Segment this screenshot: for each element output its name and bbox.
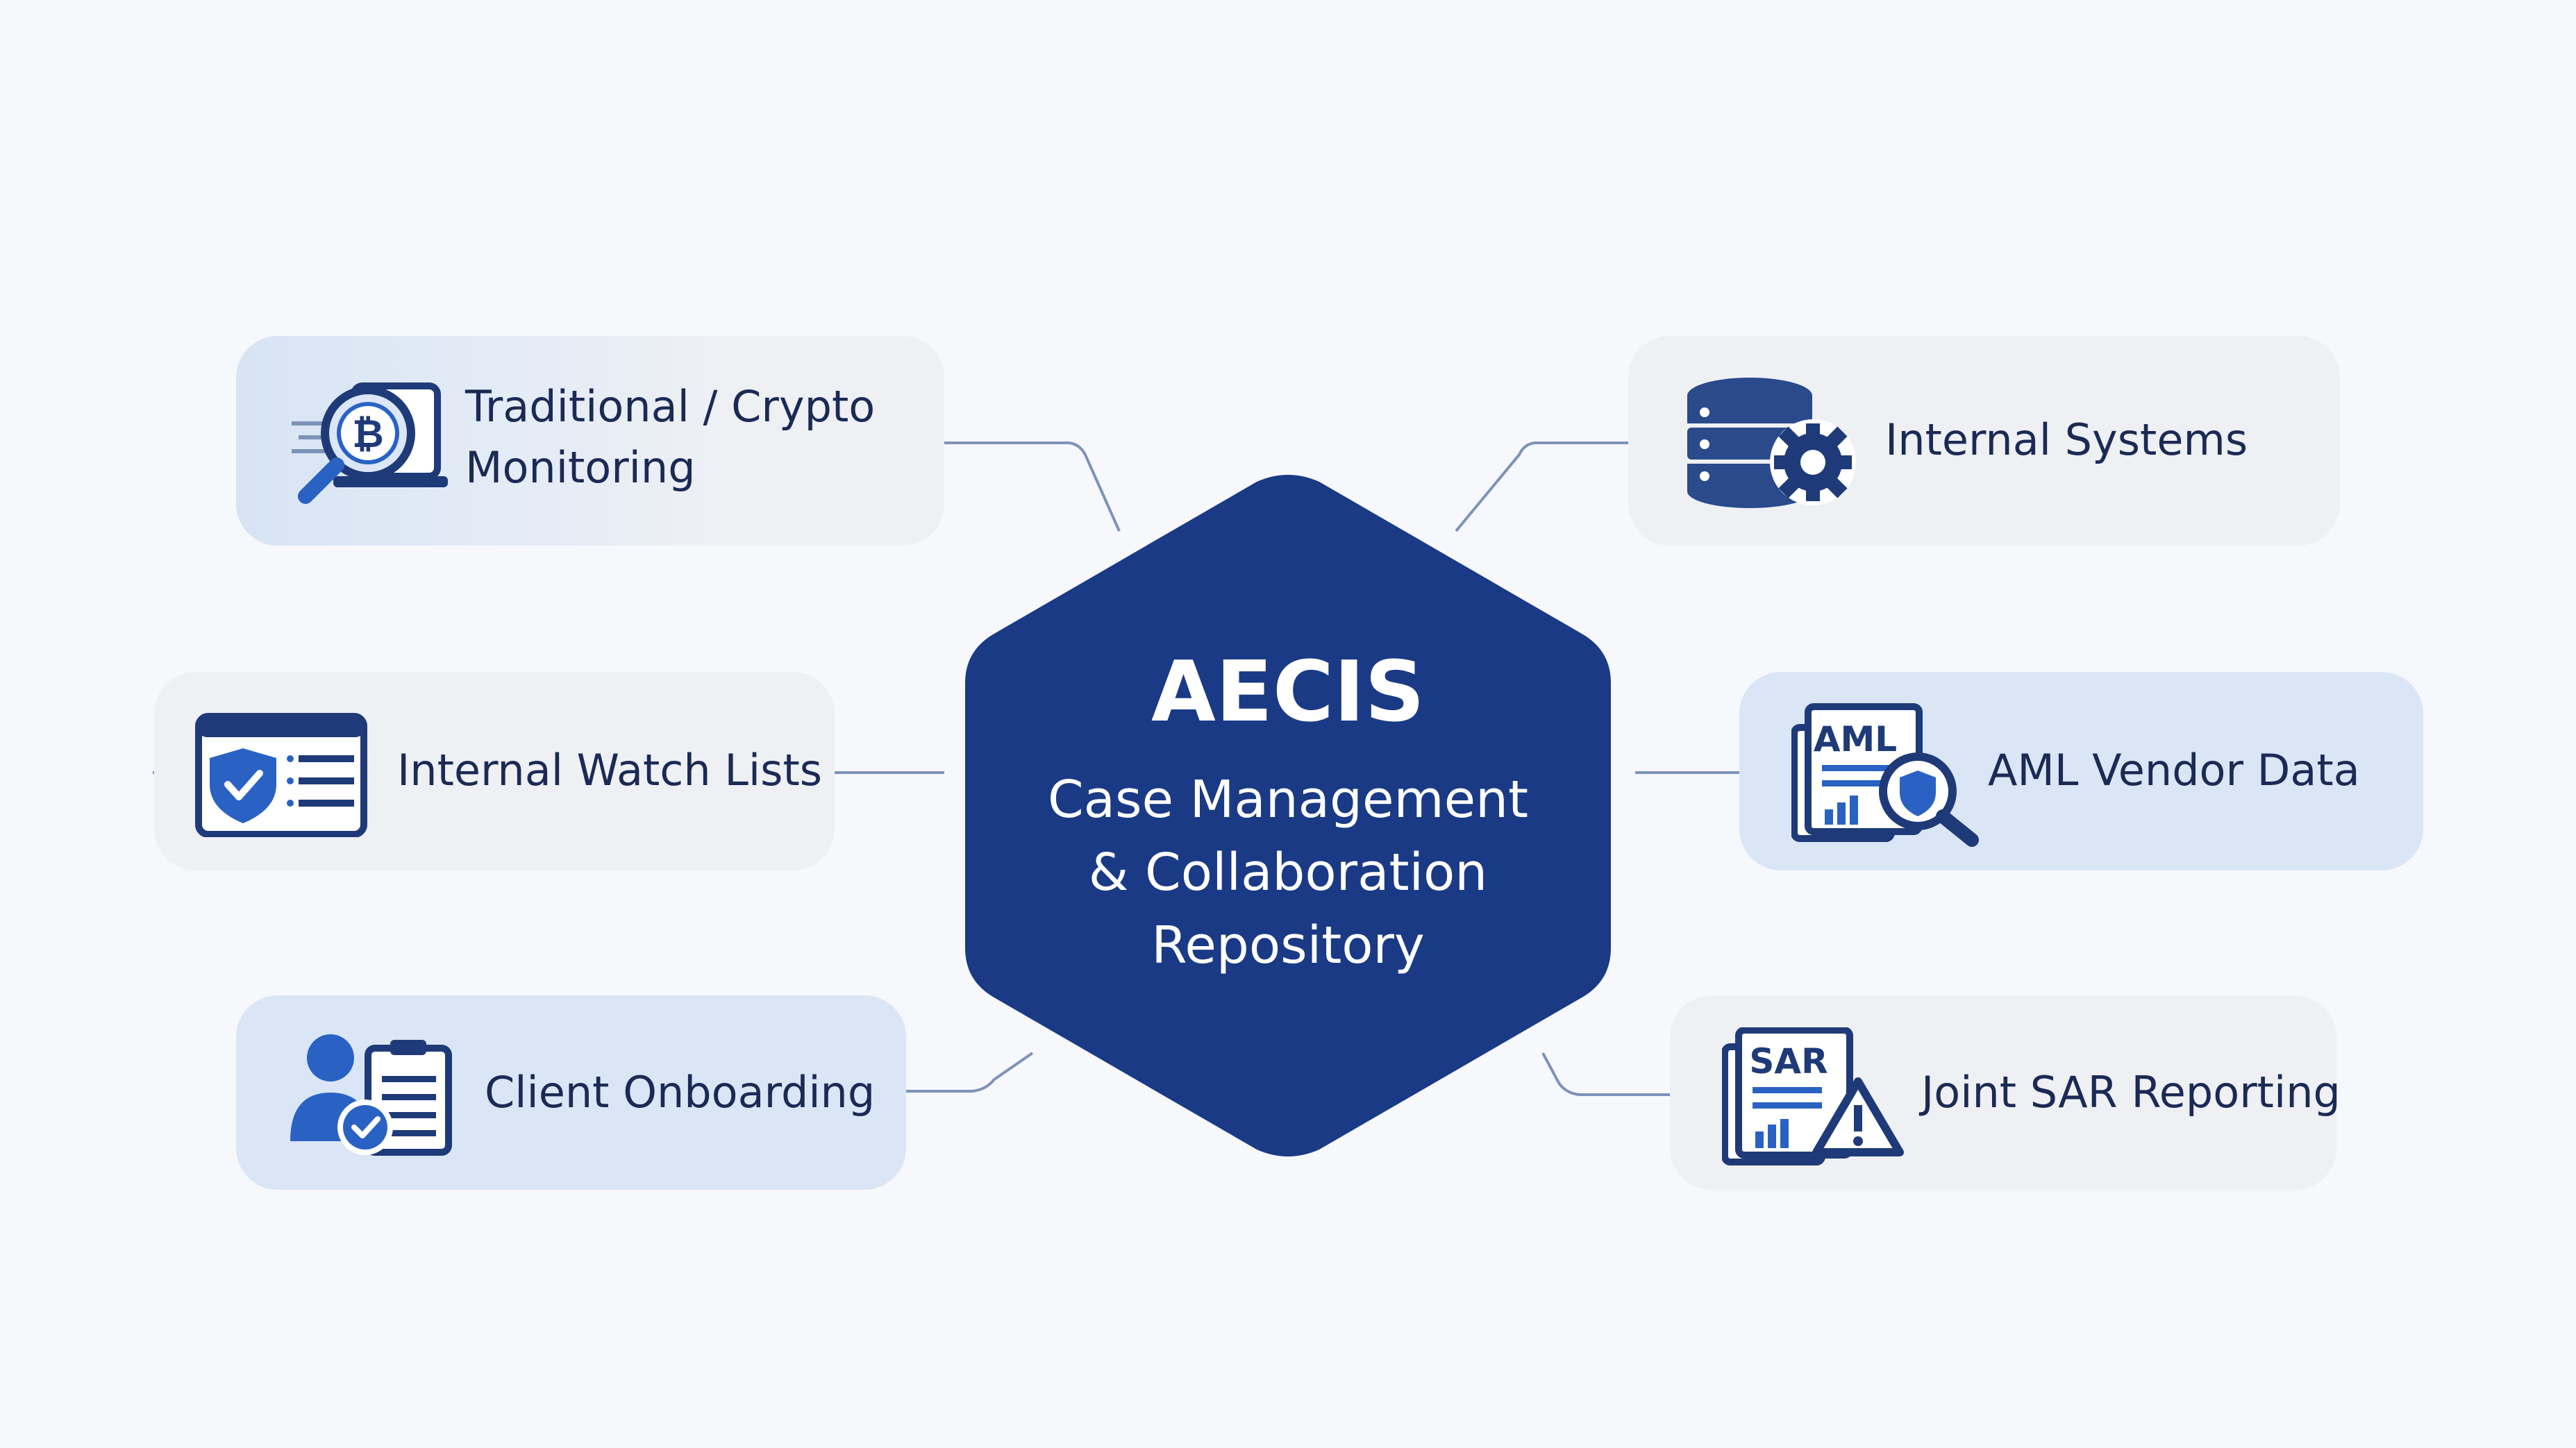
sar-report-warning-icon: SAR <box>1721 1027 1909 1166</box>
node-internal-watch-lists: Internal Watch Lists <box>154 672 835 870</box>
center-subtitle-line-2: & Collaboration <box>1088 843 1488 902</box>
connector-client-onboarding <box>906 1052 1034 1093</box>
svg-text:₿: ₿ <box>352 412 384 457</box>
node-label: Joint SAR Reporting <box>1921 1067 2341 1118</box>
shield-checklist-icon <box>194 712 368 838</box>
node-label: Client Onboarding <box>485 1067 876 1118</box>
connector-internal-systems <box>1455 441 1628 532</box>
svg-text:SAR: SAR <box>1749 1041 1828 1081</box>
node-label: Internal Watch Lists <box>397 745 823 795</box>
connector-joint-sar-reporting <box>1541 1052 1670 1096</box>
node-client-onboarding: Client Onboarding <box>236 995 906 1190</box>
node-label: Traditional / Crypto Monitoring <box>465 381 876 493</box>
center-subtitle-line-3: Repository <box>1151 916 1425 975</box>
aml-report-magnifier-icon: AML <box>1791 701 1986 847</box>
node-aml-vendor-data: AML AML Vendor Data <box>1739 672 2423 870</box>
hexagon-shape <box>965 475 1611 1156</box>
node-label: AML Vendor Data <box>1988 745 2360 795</box>
center-title: AECIS <box>1151 644 1425 741</box>
node-traditional-crypto-monitoring: ₿ Traditional / Crypto Monitoring <box>236 336 944 546</box>
connector-traditional-crypto <box>944 441 1121 532</box>
node-joint-sar-reporting: SAR Joint SAR Reporting <box>1670 995 2341 1190</box>
svg-text:AML: AML <box>1814 719 1897 759</box>
center-subtitle-line-1: Case Management <box>1047 770 1529 830</box>
node-internal-systems: Internal Systems <box>1628 336 2340 546</box>
bitcoin-magnifier-icon: ₿ <box>285 375 451 507</box>
central-hexagon: AECIS Case Management & Collaboration Re… <box>958 472 1618 1159</box>
node-label: Internal Systems <box>1885 414 2248 465</box>
user-clipboard-check-icon <box>285 1030 458 1162</box>
database-gear-icon <box>1684 375 1864 514</box>
